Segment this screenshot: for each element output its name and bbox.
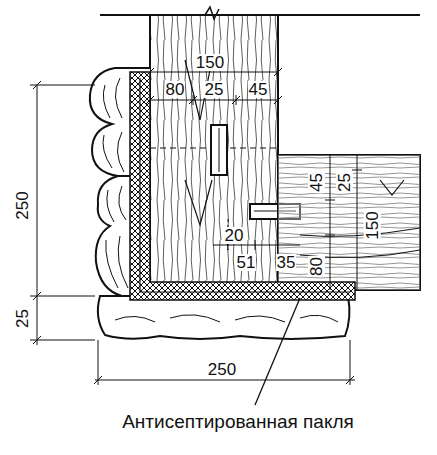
dimension-label: 45 bbox=[307, 172, 324, 193]
dimension-label: 80 bbox=[165, 81, 186, 98]
dimension-label: 25 bbox=[335, 172, 352, 193]
dimension-label: 51 bbox=[236, 254, 257, 271]
caption: Антисептированная пакля bbox=[122, 412, 354, 433]
dimension-label: 25 bbox=[204, 81, 225, 98]
dimension-label: 250 bbox=[14, 190, 31, 220]
dimension-label: 250 bbox=[207, 361, 237, 378]
dimension-label: 20 bbox=[224, 227, 245, 244]
dimension-label: 25 bbox=[13, 308, 30, 329]
dimension-label: 150 bbox=[364, 210, 381, 240]
dimension-label: 80 bbox=[307, 256, 324, 277]
dimension-label: 35 bbox=[276, 254, 297, 271]
dimension-label: 45 bbox=[248, 81, 269, 98]
dimension-label: 150 bbox=[195, 54, 225, 71]
